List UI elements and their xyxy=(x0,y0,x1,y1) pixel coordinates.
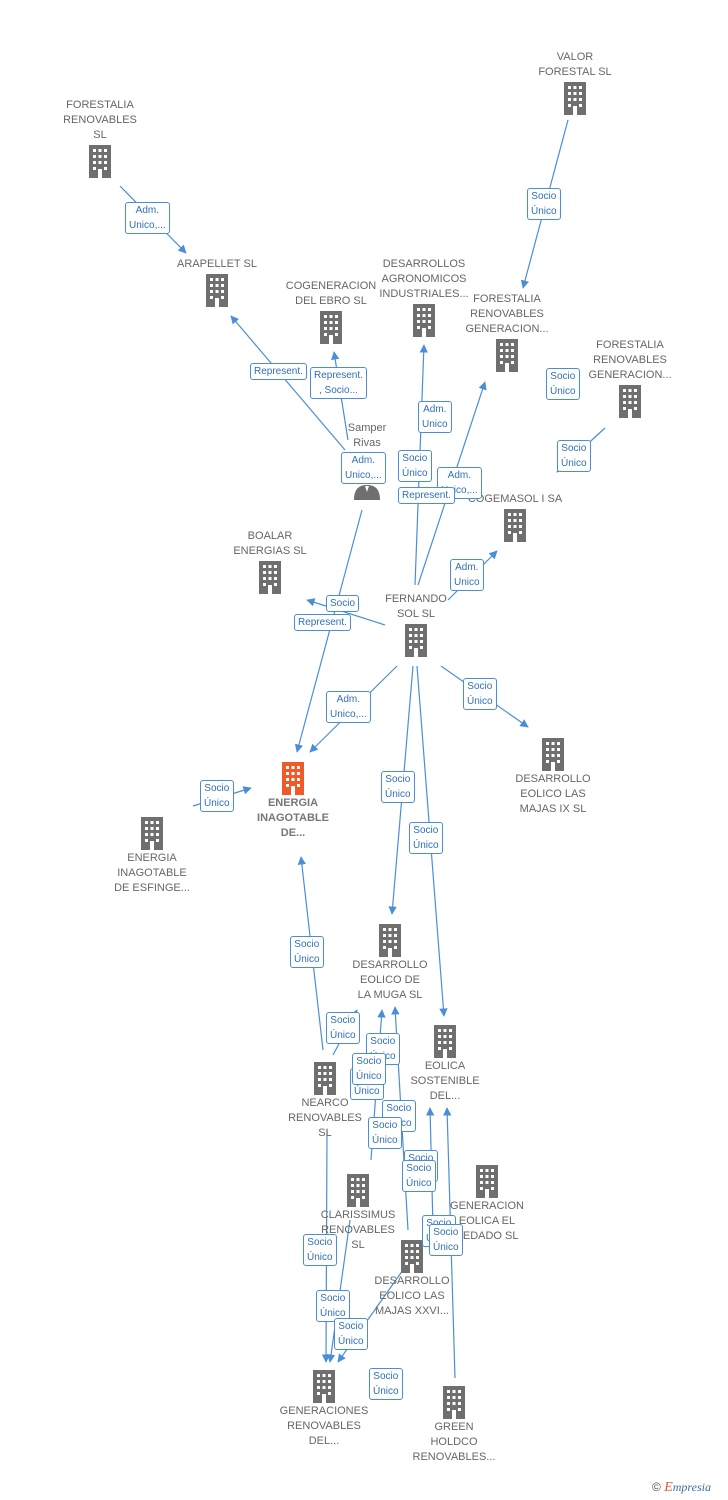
relation-badge[interactable]: Socio Único xyxy=(557,440,591,472)
node-label: CLARISSIMUS RENOVABLES SL xyxy=(320,1209,396,1251)
node-label: ENERGIA INAGOTABLE DE... xyxy=(257,797,329,839)
node-fernando[interactable]: FERNANDO SOL SL xyxy=(356,592,476,658)
relation-badge[interactable]: Socio Único xyxy=(368,1117,402,1149)
building-icon xyxy=(352,1238,472,1274)
node-eolica[interactable]: EOLICA SOSTENIBLE DEL... xyxy=(385,1023,505,1104)
relation-badge[interactable]: Socio Único xyxy=(402,1160,436,1192)
node-nearco[interactable]: NEARCO RENOVABLES SL xyxy=(265,1060,385,1141)
node-label: VALOR FORESTAL SL xyxy=(538,51,612,78)
node-energia_inag[interactable]: ENERGIA INAGOTABLE DE... xyxy=(233,760,353,841)
relation-badge[interactable]: Socio xyxy=(326,595,360,612)
building-icon xyxy=(264,1368,384,1404)
node-cogen[interactable]: COGENERACION DEL EBRO SL xyxy=(271,279,391,345)
building-icon xyxy=(92,815,212,851)
relation-badge[interactable]: Socio Único xyxy=(527,188,561,220)
relation-badge[interactable]: Socio Único xyxy=(463,678,497,710)
node-green[interactable]: GREEN HOLDCO RENOVABLES... xyxy=(394,1384,514,1465)
building-icon xyxy=(364,302,484,338)
relation-badge[interactable]: Socio Único xyxy=(381,771,415,803)
copyright-symbol: © xyxy=(652,1480,661,1494)
node-label: FORESTALIA RENOVABLES SL xyxy=(63,99,137,141)
node-label: DESARROLLOS AGRONOMICOS INDUSTRIALES... xyxy=(379,258,469,300)
relation-badge[interactable]: Socio Único xyxy=(398,450,432,482)
node-majas9[interactable]: DESARROLLO EOLICO LAS MAJAS IX SL xyxy=(493,736,613,817)
node-label: DESARROLLO EOLICO LAS MAJAS IX SL xyxy=(515,773,591,815)
node-label: GENERACIONES RENOVABLES DEL... xyxy=(279,1405,369,1447)
node-label: DESARROLLO EOLICO DE LA MUGA SL xyxy=(352,959,428,1001)
building-icon xyxy=(455,507,575,543)
edge-fernando-to-boalar xyxy=(306,598,386,626)
node-label: BOALAR ENERGIAS SL xyxy=(233,530,307,557)
building-icon xyxy=(157,272,277,308)
node-label: NEARCO RENOVABLES SL xyxy=(288,1097,362,1139)
node-clarissimus[interactable]: CLARISSIMUS RENOVABLES SL xyxy=(298,1172,418,1253)
node-forest_gen2[interactable]: FORESTALIA RENOVABLES GENERACION... xyxy=(570,338,690,419)
empresia-brand: © Empresia xyxy=(652,1480,711,1496)
node-majas26[interactable]: DESARROLLO EOLICO LAS MAJAS XXVI... xyxy=(352,1238,472,1319)
node-label: GREEN HOLDCO RENOVABLES... xyxy=(412,1421,496,1463)
node-label: ARAPELLET SL xyxy=(177,258,257,270)
node-desagro[interactable]: DESARROLLOS AGRONOMICOS INDUSTRIALES... xyxy=(364,257,484,338)
edge-samper-to-arapellet xyxy=(230,315,346,451)
relation-badge[interactable]: Socio Único xyxy=(409,822,443,854)
relation-badge[interactable]: Socio Único xyxy=(200,780,234,812)
building-icon xyxy=(298,1172,418,1208)
node-muga[interactable]: DESARROLLO EOLICO DE LA MUGA SL xyxy=(330,922,450,1003)
building-icon xyxy=(233,760,353,796)
relation-badge[interactable]: Socio Único xyxy=(334,1318,368,1350)
node-label: FERNANDO SOL SL xyxy=(385,593,447,620)
relation-badge[interactable]: Adm. Unico xyxy=(418,401,452,433)
relation-badge[interactable]: Adm. Unico xyxy=(450,559,484,591)
building-icon xyxy=(570,383,690,419)
relation-badge[interactable]: Socio Único xyxy=(352,1053,386,1085)
relation-badge[interactable]: Adm. Unico,... xyxy=(125,202,170,234)
relation-badge[interactable]: Socio Único xyxy=(326,1012,360,1044)
building-icon xyxy=(394,1384,514,1420)
node-energia_esf[interactable]: ENERGIA INAGOTABLE DE ESFINGE... xyxy=(92,815,212,896)
relation-badge[interactable]: Socio Único xyxy=(546,368,580,400)
node-label: COGEMASOL I SA xyxy=(467,493,563,505)
building-icon xyxy=(210,559,330,595)
building-icon xyxy=(330,922,450,958)
building-icon xyxy=(515,80,635,116)
node-boalar[interactable]: BOALAR ENERGIAS SL xyxy=(210,529,330,595)
node-label: EOLICA SOSTENIBLE DEL... xyxy=(410,1060,480,1102)
building-icon xyxy=(265,1060,385,1096)
building-icon xyxy=(385,1023,505,1059)
brand-name: mpresia xyxy=(672,1480,711,1494)
node-forestalia_sl[interactable]: FORESTALIA RENOVABLES SL xyxy=(40,98,160,179)
building-icon xyxy=(40,143,160,179)
building-icon xyxy=(271,309,391,345)
relation-badge[interactable]: Adm. Unico,... xyxy=(341,452,386,484)
relation-badge[interactable]: Represent. xyxy=(250,363,307,380)
relation-badge[interactable]: Socio Único xyxy=(369,1368,403,1400)
node-label: FORESTALIA RENOVABLES GENERACION... xyxy=(588,339,672,381)
edge-samper-to-energia_inag xyxy=(294,509,363,753)
relation-badge[interactable]: Socio Único xyxy=(303,1234,337,1266)
relation-badge[interactable]: Socio Único xyxy=(290,936,324,968)
relation-badge[interactable]: Represent. xyxy=(398,487,455,504)
relation-badge[interactable]: Represent. , Socio... xyxy=(310,367,367,399)
brand-initial: E xyxy=(664,1480,673,1495)
node-label: ENERGIA INAGOTABLE DE ESFINGE... xyxy=(114,852,190,894)
node-label: COGENERACION DEL EBRO SL xyxy=(285,280,377,307)
building-icon xyxy=(493,736,613,772)
relation-badge[interactable]: Adm. Unico,... xyxy=(326,691,371,723)
node-cogemasol[interactable]: COGEMASOL I SA xyxy=(455,492,575,543)
node-forest_gen1[interactable]: FORESTALIA RENOVABLES GENERACION... xyxy=(447,292,567,373)
node-gen_eolica[interactable]: GENERACION EOLICA EL VEDADO SL xyxy=(427,1163,547,1244)
node-gen_renov[interactable]: GENERACIONES RENOVABLES DEL... xyxy=(264,1368,384,1449)
relation-badge[interactable]: Socio Único xyxy=(429,1224,463,1256)
node-label: GENERACION EOLICA EL VEDADO SL xyxy=(450,1200,524,1242)
node-valor[interactable]: VALOR FORESTAL SL xyxy=(515,50,635,116)
building-icon xyxy=(356,622,476,658)
building-icon xyxy=(427,1163,547,1199)
building-icon xyxy=(447,337,567,373)
relation-badge[interactable]: Socio Único xyxy=(316,1290,350,1322)
node-label: FORESTALIA RENOVABLES GENERACION... xyxy=(465,293,549,335)
node-label: DESARROLLO EOLICO LAS MAJAS XXVI... xyxy=(374,1275,450,1317)
node-arapellet[interactable]: ARAPELLET SL xyxy=(157,257,277,308)
relation-badge[interactable]: Represent. xyxy=(294,614,351,631)
